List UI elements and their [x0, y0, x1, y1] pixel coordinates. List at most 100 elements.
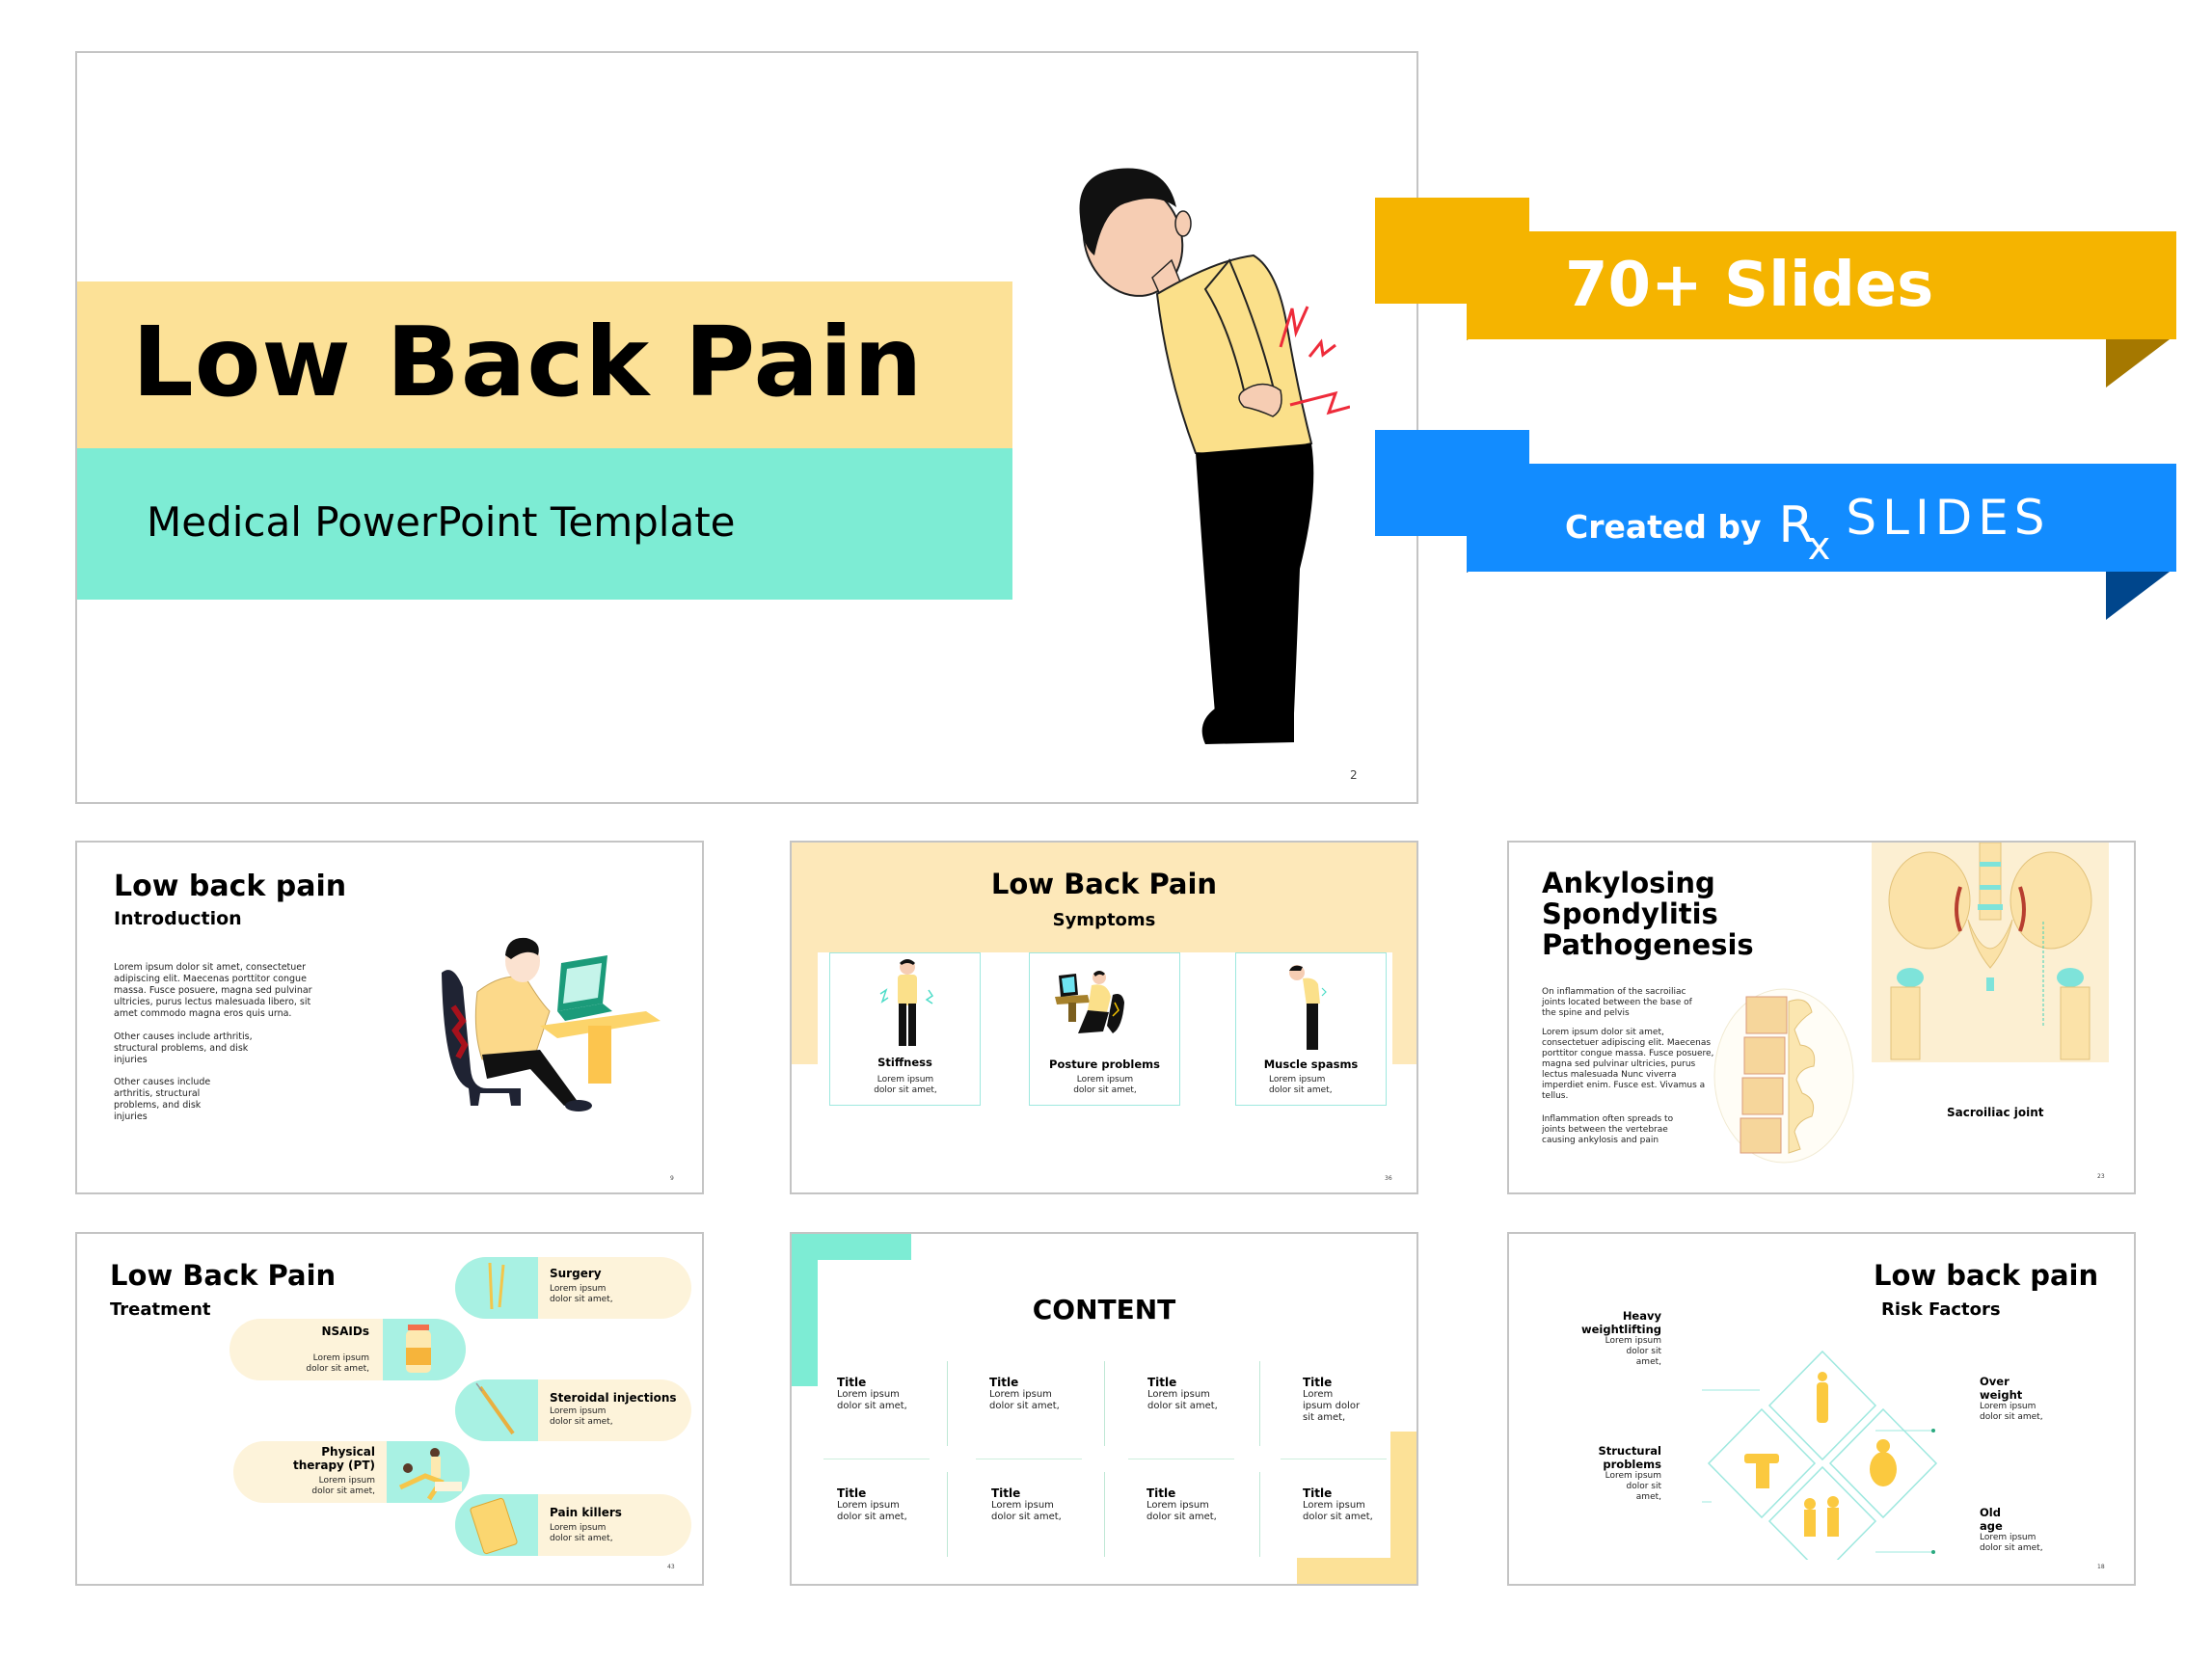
syringe-icon [455, 1379, 538, 1441]
risk-factor-old-age: Old age Lorem ipsum dolor sit amet, [1980, 1506, 2057, 1554]
treatment-pill-surgery: Surgery Lorem ipsum dolor sit amet, [455, 1257, 691, 1319]
slide-spondylitis[interactable]: Ankylosing Spondylitis Pathogenesis On i… [1507, 841, 2136, 1194]
page-number: 23 [2097, 1173, 2105, 1180]
slide-title: CONTENT [1032, 1294, 1176, 1325]
factor-label: Old age [1980, 1506, 2003, 1533]
treatment-pill-injections: Steroidal injections Lorem ipsum dolor s… [455, 1379, 691, 1441]
slide-title: Low back pain [1874, 1259, 2099, 1292]
physical-therapy-icon [387, 1441, 470, 1503]
symptom-card: Posture problems Lorem ipsum dolor sit a… [1029, 952, 1180, 1106]
pill-label: NSAIDs [321, 1325, 369, 1338]
subtitle-band [77, 448, 1012, 600]
slide-title: Low Back Pain [990, 868, 1218, 900]
cell-title: Title [1303, 1376, 1333, 1389]
factor-label: Over weight [1980, 1375, 2023, 1402]
cell-title: Title [837, 1376, 867, 1389]
slide-introduction[interactable]: Low back pain Introduction Lorem ipsum d… [75, 841, 704, 1194]
risk-factor-overweight: Over weight Lorem ipsum dolor sit amet, [1980, 1375, 2057, 1423]
paragraph: Lorem ipsum dolor sit amet, consectetuer… [1542, 1028, 1714, 1101]
cell-text: Lorem ipsum dolor sit amet, [837, 1389, 907, 1411]
pill-text: Lorem ipsum dolor sit amet, [306, 1353, 369, 1374]
page-number: 36 [1385, 1175, 1392, 1182]
card-label: Posture problems [1049, 1058, 1160, 1071]
pill-text: Lorem ipsum dolor sit amet, [550, 1406, 613, 1427]
spine-vertebrae-illustration [1713, 988, 1854, 1164]
symptom-card: Stiffness Lorem ipsum dolor sit amet, [829, 952, 981, 1106]
stiffness-icon [879, 959, 934, 1046]
slide-title: Low back pain [114, 870, 347, 903]
bending-man-back-pain-illustration [1079, 168, 1350, 744]
content-grid [818, 1361, 1394, 1557]
created-by-label: Created by [1565, 507, 1762, 546]
page-number: 2 [1350, 768, 1358, 782]
cell-text: Lorem ipsum dolor sit amet, [1303, 1389, 1361, 1423]
factor-label: Heavy weightlifting [1580, 1309, 1661, 1336]
cell-title: Title [1146, 1486, 1176, 1500]
title-line: Pathogenesis [1542, 928, 1754, 961]
card-text: Lorem ipsum dolor sit amet, [874, 1075, 937, 1095]
paragraph: Inflammation often spreads to joints bet… [1542, 1114, 1674, 1145]
factor-text: Lorem ipsum dolor sit amet, [1605, 1471, 1661, 1502]
sacroiliac-joint-callout: Sacroiliac joint [1947, 1106, 2044, 1119]
main-subtitle: Medical PowerPoint Template [147, 498, 736, 546]
slides-count-ribbon: 70+ Slides [1375, 198, 2176, 516]
main-title-slide: Low Back Pain Medical PowerPoint Templat… [75, 51, 1418, 804]
pill-text: Lorem ipsum dolor sit amet, [550, 1284, 613, 1304]
pelvis-illustration [1888, 843, 2092, 1060]
created-by-band: Created by Rx SLIDES [1467, 464, 2176, 572]
pill-label: Pain killers [550, 1506, 622, 1519]
treatment-pill-pain-killers: Pain killers Lorem ipsum dolor sit amet, [455, 1494, 691, 1556]
posture-problems-icon [1055, 971, 1124, 1033]
page-number: 18 [2097, 1564, 2105, 1570]
slide-treatment[interactable]: Low Back Pain Treatment Surgery Lorem ip… [75, 1232, 704, 1586]
pill-bottle-icon [383, 1319, 466, 1380]
slide-subtitle: Introduction [114, 908, 242, 929]
created-by-ribbon: Created by Rx SLIDES [1375, 430, 2176, 748]
ribbon-fold-right [2106, 339, 2170, 388]
title-line: Spondylitis [1542, 897, 1718, 930]
rx-logo-icon: Rx [1778, 496, 1831, 569]
slide-risk-factors[interactable]: Low back pain Risk Factors Heavy weightl… [1507, 1232, 2136, 1586]
surgery-icon [455, 1257, 538, 1319]
pill-text: Lorem ipsum dolor sit amet, [311, 1476, 375, 1496]
symptom-card: Muscle spasms Lorem ipsum dolor sit amet… [1235, 952, 1387, 1106]
blister-pack-icon [455, 1494, 538, 1556]
paragraph: Lorem ipsum dolor sit amet, consectetuer… [114, 962, 312, 1019]
risk-factor-weightlifting: Heavy weightlifting Lorem ipsum dolor si… [1548, 1309, 1661, 1368]
title-line: Ankylosing [1542, 867, 1715, 899]
slide-title: Low Back Pain [110, 1259, 337, 1292]
corner-accent-green [792, 1234, 818, 1386]
ribbon-fold-right [2106, 572, 2170, 620]
man-at-laptop-illustration [442, 937, 661, 1111]
cell-title: Title [1303, 1486, 1333, 1500]
slide-subtitle: Symptoms [1052, 910, 1156, 930]
card-text: Lorem ipsum dolor sit amet, [1269, 1075, 1333, 1095]
pill-label: Surgery [550, 1267, 602, 1280]
pill-text: Lorem ipsum dolor sit amet, [550, 1523, 613, 1543]
treatment-pill-nsaids: NSAIDs Lorem ipsum dolor sit amet, [229, 1319, 466, 1380]
pill-label: Steroidal injections [550, 1391, 677, 1405]
cell-text: Lorem ipsum dolor sit amet, [991, 1500, 1062, 1522]
cell-title: Title [1147, 1376, 1177, 1389]
page-number: 9 [670, 1175, 674, 1182]
cell-text: Lorem ipsum dolor sit amet, [1147, 1389, 1218, 1411]
factor-text: Lorem ipsum dolor sit amet, [1980, 1533, 2043, 1553]
main-title: Low Back Pain [132, 306, 924, 418]
factor-text: Lorem ipsum dolor sit amet, [1980, 1402, 2043, 1422]
page-number: 43 [667, 1564, 675, 1570]
factor-label: Structural problems [1598, 1444, 1661, 1471]
corner-accent-yellow [1390, 1432, 1416, 1584]
slide-subtitle: Risk Factors [1881, 1299, 2001, 1320]
treatment-pill-physical-therapy: Physical therapy (PT) Lorem ipsum dolor … [233, 1441, 470, 1503]
slide-symptoms[interactable]: Low Back Pain Symptoms Stiffness Lorem i… [790, 841, 1418, 1194]
cell-title: Title [837, 1486, 867, 1500]
slide-title: Ankylosing Spondylitis Pathogenesis [1542, 868, 1754, 960]
paragraph: Other causes include arthritis, structur… [114, 1031, 253, 1065]
